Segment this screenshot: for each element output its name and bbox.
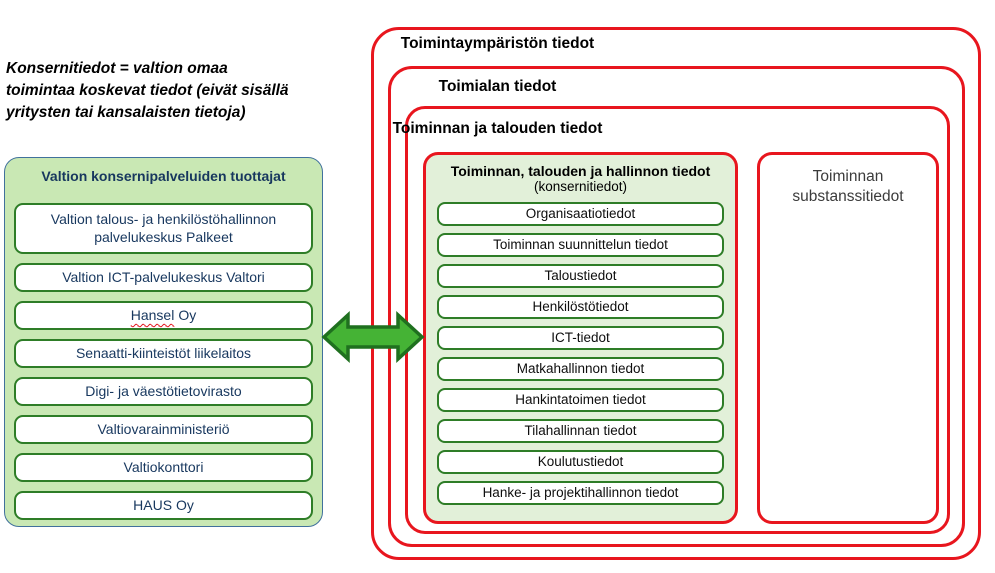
hansel-word-misspelled: Hansel: [130, 306, 175, 323]
list-item-senaatti: Senaatti-kiinteistöt liikelaitos: [14, 339, 313, 368]
konserni-box-title: Toiminnan, talouden ja hallinnon tiedot: [450, 163, 711, 179]
list-item-henkilostotiedot: Henkilöstötiedot: [437, 294, 724, 319]
ring-toiminta-talous-title: Toiminnan ja talouden tiedot: [392, 120, 603, 137]
list-item-koulutustiedot: Koulutustiedot: [437, 449, 724, 474]
list-item-haus: HAUS Oy: [14, 491, 313, 520]
konserni-item-list: Organisaatiotiedot Toiminnan suunnittelu…: [437, 201, 724, 505]
list-item-palkeet: Valtion talous- ja henkilöstöhallinnon p…: [14, 203, 313, 254]
list-item-valtori: Valtion ICT-palvelukeskus Valtori: [14, 263, 313, 292]
provider-item-list: Valtion talous- ja henkilöstöhallinnon p…: [14, 203, 313, 520]
list-item-hanke-projektihallinto: Hanke- ja projektihallinnon tiedot: [437, 480, 724, 505]
note-line-1: Konsernitiedot = valtion omaa: [6, 60, 228, 77]
konserni-box-subtitle: (konsernitiedot): [533, 179, 628, 195]
list-item-toiminnan-suunnittelu: Toiminnan suunnittelun tiedot: [437, 232, 724, 257]
list-item-hansel: Hansel Oy: [14, 301, 313, 330]
list-item-hankintatoimi: Hankintatoimen tiedot: [437, 387, 724, 412]
note-line-3: yritysten tai kansalaisten tietoja): [6, 104, 246, 121]
provider-panel: Valtion konsernipalveluiden tuottajat Va…: [4, 157, 323, 527]
list-item-organisaatiotiedot: Organisaatiotiedot: [437, 201, 724, 226]
ring-toimiala-title: Toimialan tiedot: [438, 78, 557, 95]
double-arrow-icon: [321, 311, 425, 363]
provider-panel-title: Valtion konsernipalveluiden tuottajat: [41, 168, 286, 184]
list-item-valtiovarainministerio: Valtiovarainministeriö: [14, 415, 313, 444]
list-item-digi-vaestotietovirasto: Digi- ja väestötietovirasto: [14, 377, 313, 406]
list-item-valtiokonttori: Valtiokonttori: [14, 453, 313, 482]
list-item-taloustiedot: Taloustiedot: [437, 263, 724, 288]
konserni-box: Toiminnan, talouden ja hallinnon tiedot …: [423, 152, 738, 524]
konsernitiedot-note: Konsernitiedot = valtion omaa toimintaa …: [6, 58, 346, 124]
ring-toimintaymparisto-title: Toimintaympäristön tiedot: [400, 35, 595, 52]
list-item-ict-tiedot: ICT-tiedot: [437, 325, 724, 350]
note-line-2: toimintaa koskevat tiedot (eivät sisällä: [6, 82, 289, 99]
hansel-word-oy: Oy: [178, 306, 197, 323]
substanssi-box: Toiminnan substanssitiedot: [757, 152, 939, 524]
list-item-matkahallinto: Matkahallinnon tiedot: [437, 356, 724, 381]
list-item-tilahallinta: Tilahallinnan tiedot: [437, 418, 724, 443]
